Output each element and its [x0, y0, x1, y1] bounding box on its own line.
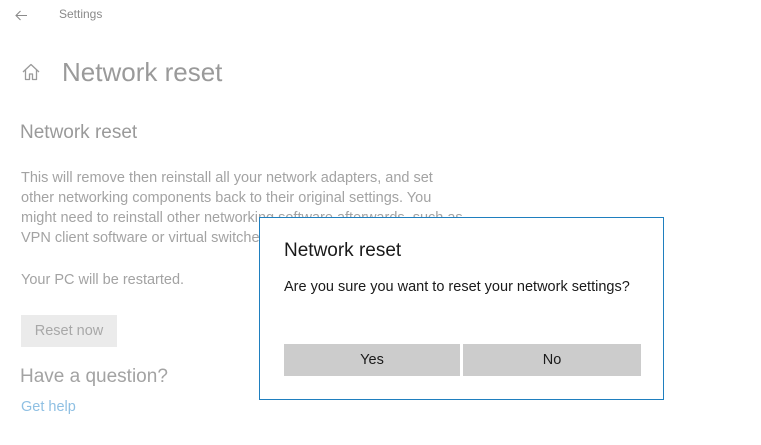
reset-description: This will remove then reinstall all your…	[21, 170, 463, 246]
dialog-title: Network reset	[284, 240, 402, 261]
dialog-message: Are you sure you want to reset your netw…	[284, 279, 630, 295]
no-button[interactable]: No	[463, 344, 641, 376]
title-bar: Settings	[0, 0, 761, 30]
app-title: Settings	[59, 7, 103, 21]
confirm-dialog: Network reset Are you sure you want to r…	[259, 217, 664, 400]
back-button[interactable]	[8, 3, 34, 27]
home-icon[interactable]	[20, 61, 42, 83]
page-header: Network reset	[20, 52, 222, 92]
get-help-link[interactable]: Get help	[21, 399, 76, 415]
section-title: Network reset	[20, 122, 138, 143]
yes-button[interactable]: Yes	[284, 344, 460, 376]
page-title: Network reset	[62, 56, 223, 87]
arrow-left-icon	[14, 10, 27, 20]
restart-note: Your PC will be restarted.	[21, 272, 185, 288]
help-heading: Have a question?	[20, 366, 168, 387]
reset-now-button[interactable]: Reset now	[21, 315, 117, 347]
